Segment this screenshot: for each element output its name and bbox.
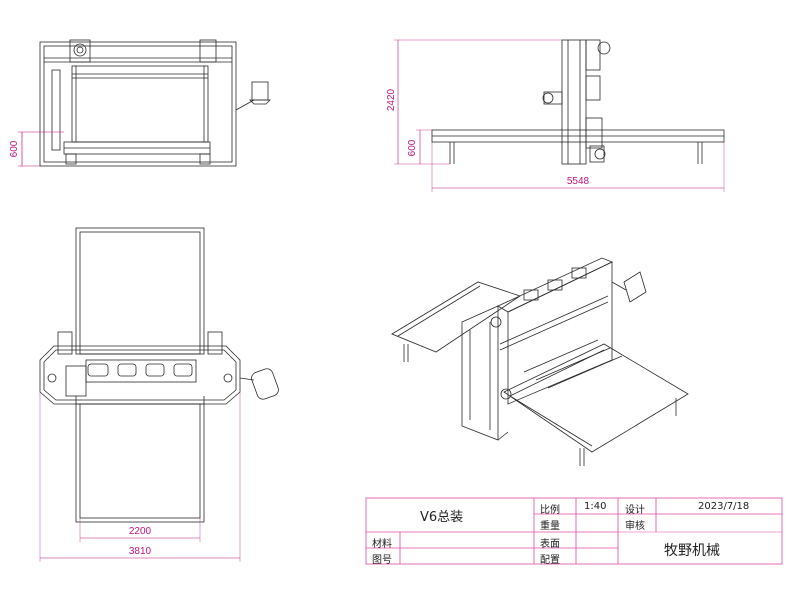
dim-side-2420: 2420	[386, 88, 397, 111]
side-view	[431, 39, 725, 165]
config-label: 配置	[540, 555, 560, 566]
scale-label: 比例	[540, 505, 560, 516]
side-dimensions	[394, 39, 725, 192]
material-label: 材料	[372, 539, 392, 550]
design-label: 设计	[625, 505, 645, 516]
title-block-frame	[365, 497, 783, 565]
drawing-no-label: 图号	[372, 555, 392, 566]
review-label: 审核	[625, 521, 645, 532]
surface-label: 表面	[540, 539, 560, 550]
top-dimensions	[39, 392, 241, 562]
date-value: 2023/7/18	[698, 501, 750, 512]
top-view	[39, 227, 279, 523]
dim-side-5548: 5548	[567, 176, 590, 187]
scale-value: 1:40	[584, 501, 607, 512]
front-dimension: 600	[9, 131, 64, 167]
drawing-name: V6总装	[420, 510, 464, 525]
dim-top-2200: 2200	[129, 526, 152, 537]
dim-front-600: 600	[9, 140, 20, 157]
weight-label: 重量	[540, 521, 560, 532]
company-name: 牧野机械	[664, 543, 720, 559]
dim-side-600: 600	[407, 139, 418, 156]
dim-top-3810: 3810	[129, 546, 152, 557]
front-view	[39, 39, 271, 167]
isometric-view	[391, 257, 689, 466]
